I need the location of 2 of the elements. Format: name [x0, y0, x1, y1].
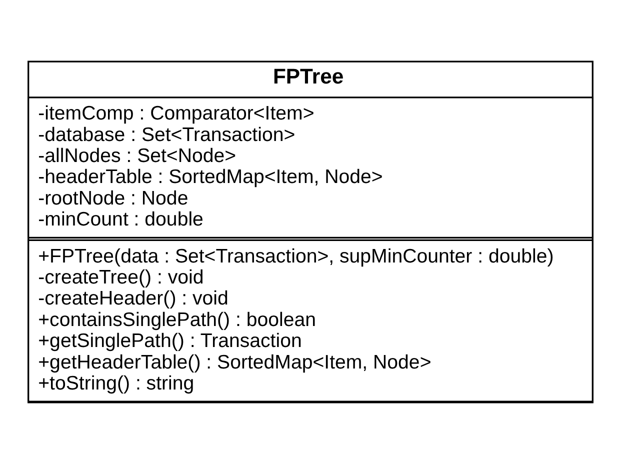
node-box: +FPTree(data : Set<Transaction>, supMinCounter : double) -createTree() : void -createHeader() : void +containsSinglePath() : boolean +getSinglePath() : Transaction +getHeaderTable() : SortedMap<Item, Node> +toString() : string — [28, 238, 594, 402]
node-box: -itemComp : Comparator<Item> -database : Set<Transaction> -allNodes : Set<Node> -headerTable : SortedMap<Item, Node> -rootNode : Node -minCount : double — [28, 96, 594, 238]
